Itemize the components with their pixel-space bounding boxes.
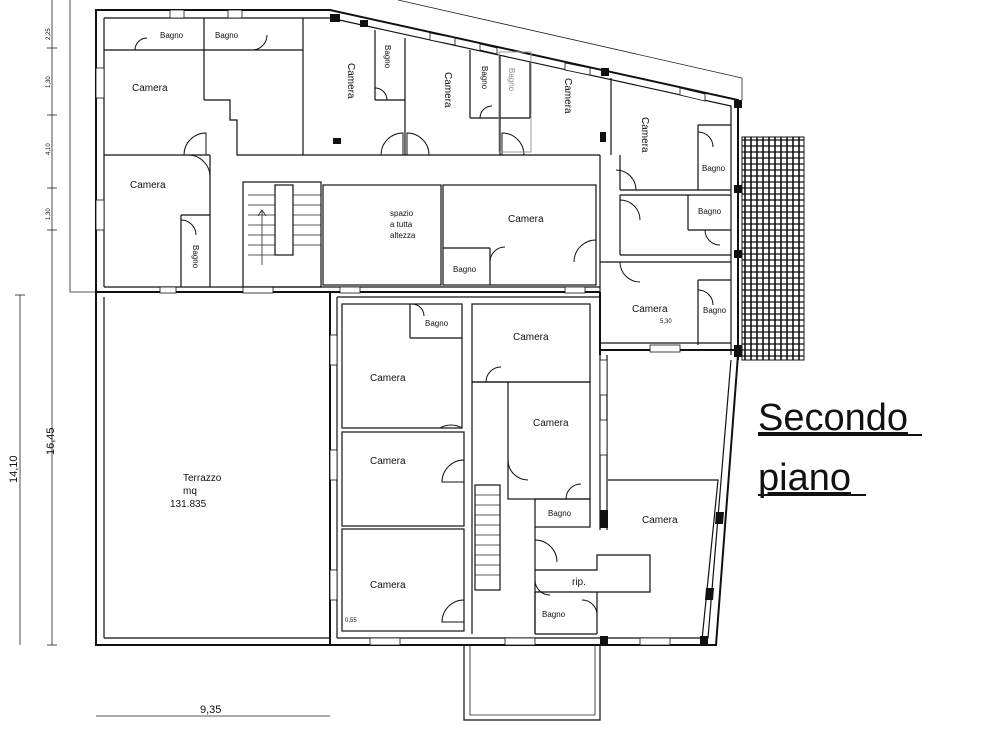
label-camera-3: Camera — [345, 63, 356, 99]
dim-4-10: 4,10 — [46, 143, 52, 155]
left-dimension-lines: 2,25 1,30 4,10 1,30 14,10 16,45 — [8, 0, 57, 646]
label-bagno-11: Bagno — [548, 509, 572, 518]
label-dim-0-55: 0,55 — [345, 618, 357, 624]
upper-doors — [134, 34, 721, 306]
ghost-overlay: Bagno — [498, 51, 532, 153]
ghost-bagno-label: Bagno — [507, 68, 516, 92]
upper-stairs — [242, 181, 597, 288]
label-spazio-3: altezza — [390, 231, 416, 240]
label-spazio-1: spazio — [390, 209, 414, 218]
label-bagno-7: Bagno — [698, 207, 722, 216]
label-terrazzo: Terrazzo — [183, 473, 222, 484]
label-terrazzo-area: 131.835 — [170, 499, 207, 510]
terrace — [95, 292, 330, 646]
label-bagno-3: Bagno — [191, 245, 200, 269]
pergola-grid — [741, 136, 805, 361]
label-camera-4: Camera — [442, 72, 453, 108]
label-camera-8: Camera — [632, 304, 668, 315]
label-bagno-5: Bagno — [480, 66, 489, 90]
label-camera-7: Camera — [508, 214, 544, 225]
dim-1-30-top: 1,30 — [46, 76, 52, 88]
label-camera-5: Camera — [562, 78, 573, 114]
label-bagno-6: Bagno — [702, 164, 726, 173]
label-camera-1: Camera — [132, 83, 168, 94]
floor-title: Secondo piano — [758, 397, 922, 499]
label-bagno-8: Bagno — [453, 265, 477, 274]
label-bagno-1: Bagno — [160, 31, 184, 40]
dim-1-30-bottom: 1,30 — [46, 208, 52, 220]
label-camera-10: Camera — [370, 456, 406, 467]
label-camera-9: Camera — [370, 373, 406, 384]
balcony — [463, 645, 601, 721]
label-camera-11: Camera — [370, 580, 406, 591]
label-camera-2: Camera — [130, 180, 166, 191]
upper-interior-walls — [104, 18, 738, 355]
title-line-2: piano — [758, 457, 851, 499]
label-camera-14: Camera — [642, 515, 678, 526]
label-camera-13: Camera — [533, 418, 569, 429]
label-bagno-12: Bagno — [542, 610, 566, 619]
lower-block-walls — [329, 292, 739, 646]
lower-doors — [411, 303, 598, 623]
label-camera-12: Camera — [513, 332, 549, 343]
dim-9-35: 9,35 — [200, 704, 221, 716]
lower-stairs — [474, 484, 501, 591]
dim-16-45: 16,45 — [45, 427, 57, 455]
room-labels: Bagno Bagno Camera Camera Bagno Camera B… — [130, 31, 727, 624]
bottom-dimension: 9,35 — [96, 704, 330, 717]
label-dim-5-30: 5,30 — [660, 319, 672, 325]
label-rip: rip. — [572, 577, 586, 588]
dim-2-25: 2,25 — [46, 28, 52, 40]
dim-14-10: 14,10 — [8, 455, 20, 483]
label-camera-6: Camera — [639, 117, 650, 153]
label-terrazzo-mq: mq — [183, 486, 197, 497]
title-line-1: Secondo — [758, 397, 908, 439]
site-outline — [69, 0, 743, 293]
lower-interior-walls — [341, 303, 719, 641]
label-bagno-10: Bagno — [425, 319, 449, 328]
label-bagno-4: Bagno — [383, 45, 392, 69]
label-spazio-2: a tutta — [390, 220, 413, 229]
upper-windows — [95, 9, 742, 357]
label-bagno-9: Bagno — [703, 306, 727, 315]
label-bagno-2: Bagno — [215, 31, 239, 40]
